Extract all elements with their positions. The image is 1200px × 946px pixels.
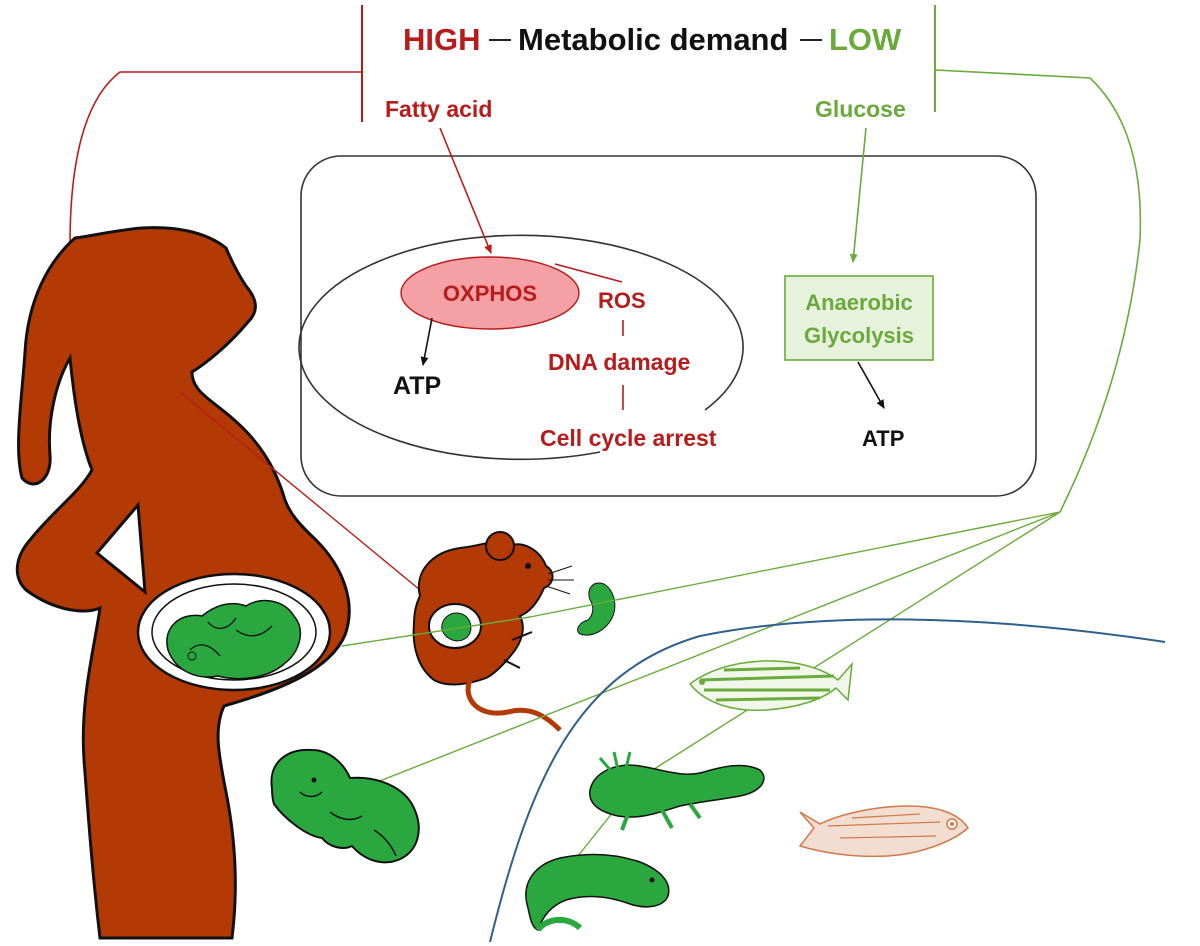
high-connector-line [69, 71, 362, 246]
glucose-arrow [849, 127, 867, 263]
connector-infant [351, 511, 1061, 793]
fatty-acid-arrow [439, 127, 492, 254]
oxphos-atp-label: ATP [393, 372, 441, 400]
connector-mouse [529, 511, 1061, 618]
oxphos-ros-line [554, 263, 623, 283]
connector-axolotl [639, 511, 1061, 779]
oxphos-label: OXPHOS [443, 281, 537, 306]
dna-damage-label: DNA damage [548, 349, 690, 375]
mouse-tail [465, 679, 562, 732]
zebrafish-icon [688, 660, 854, 712]
medaka-icon [798, 805, 969, 858]
arm-gap [94, 501, 147, 596]
ros-label: ROS [598, 288, 646, 313]
axolotl-icon [589, 751, 765, 831]
low-demand-connectors [341, 511, 1061, 857]
mouse-embryo-icon [577, 582, 616, 636]
oxphos-atp-arrow [420, 317, 433, 366]
glycolysis-node [784, 275, 934, 361]
mouse-icon [412, 531, 574, 732]
fatty-acid-label: Fatty acid [385, 96, 492, 122]
low-label: LOW [829, 22, 902, 57]
pregnant-woman-icon [15, 226, 351, 940]
glycolysis-label-line1: Anaerobic [805, 290, 913, 315]
fetus-icon [166, 599, 302, 680]
header: HIGH Metabolic demand LOW [361, 5, 936, 122]
metabolic-demand-title: Metabolic demand [518, 22, 788, 57]
mitochondrion-outline [298, 234, 744, 461]
glycolysis-label-line2: Glycolysis [804, 323, 914, 348]
glucose-label: Glucose [815, 96, 906, 122]
species-boundary-curve [489, 618, 1166, 943]
connector-fetus [341, 616, 531, 647]
high-label: HIGH [403, 22, 481, 57]
low-connector-line [934, 69, 1142, 513]
newt-icon [525, 853, 670, 932]
glycolysis-atp-label: ATP [862, 426, 904, 451]
woman-mouse-connector [179, 391, 421, 591]
infant-icon [270, 748, 420, 864]
cell-box [300, 155, 1037, 497]
cell-cycle-arrest-label: Cell cycle arrest [540, 425, 717, 451]
glycolysis-atp-arrow [857, 361, 885, 409]
oxphos-node [400, 256, 580, 330]
